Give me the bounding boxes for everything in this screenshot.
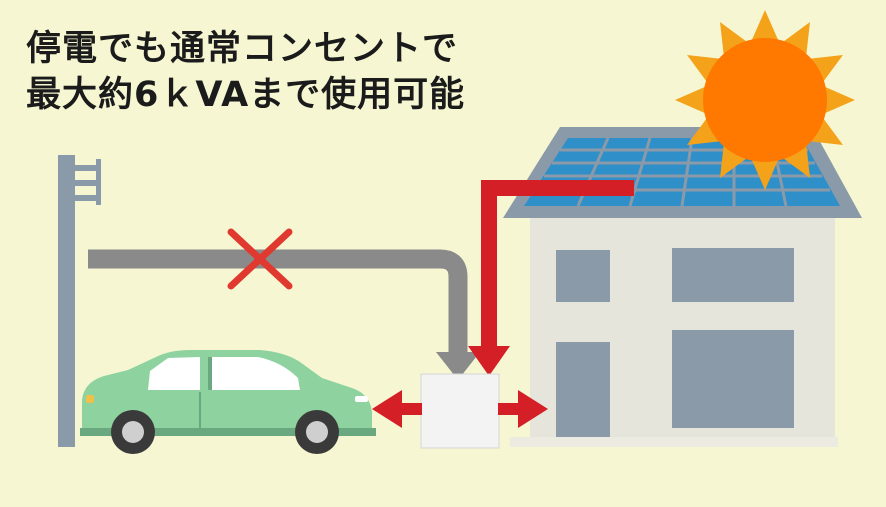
headline-line-2: 最大約6ｋVAまで使用可能 [26,75,466,115]
output-arrow-right [498,390,548,428]
sun-icon [675,10,855,190]
grid-power-line [88,249,480,380]
electric-car-icon [80,350,376,454]
utility-pole-icon [58,155,101,447]
solar-power-line [468,180,634,376]
cross-mark-icon [227,228,293,290]
headline-line-1: 停電でも通常コンセントで [26,29,459,69]
headline: 停電でも通常コンセントで 最大約6ｋVAまで使用可能 [26,26,465,118]
output-arrow-left [372,390,422,428]
v2h-charger-icon [420,373,500,449]
